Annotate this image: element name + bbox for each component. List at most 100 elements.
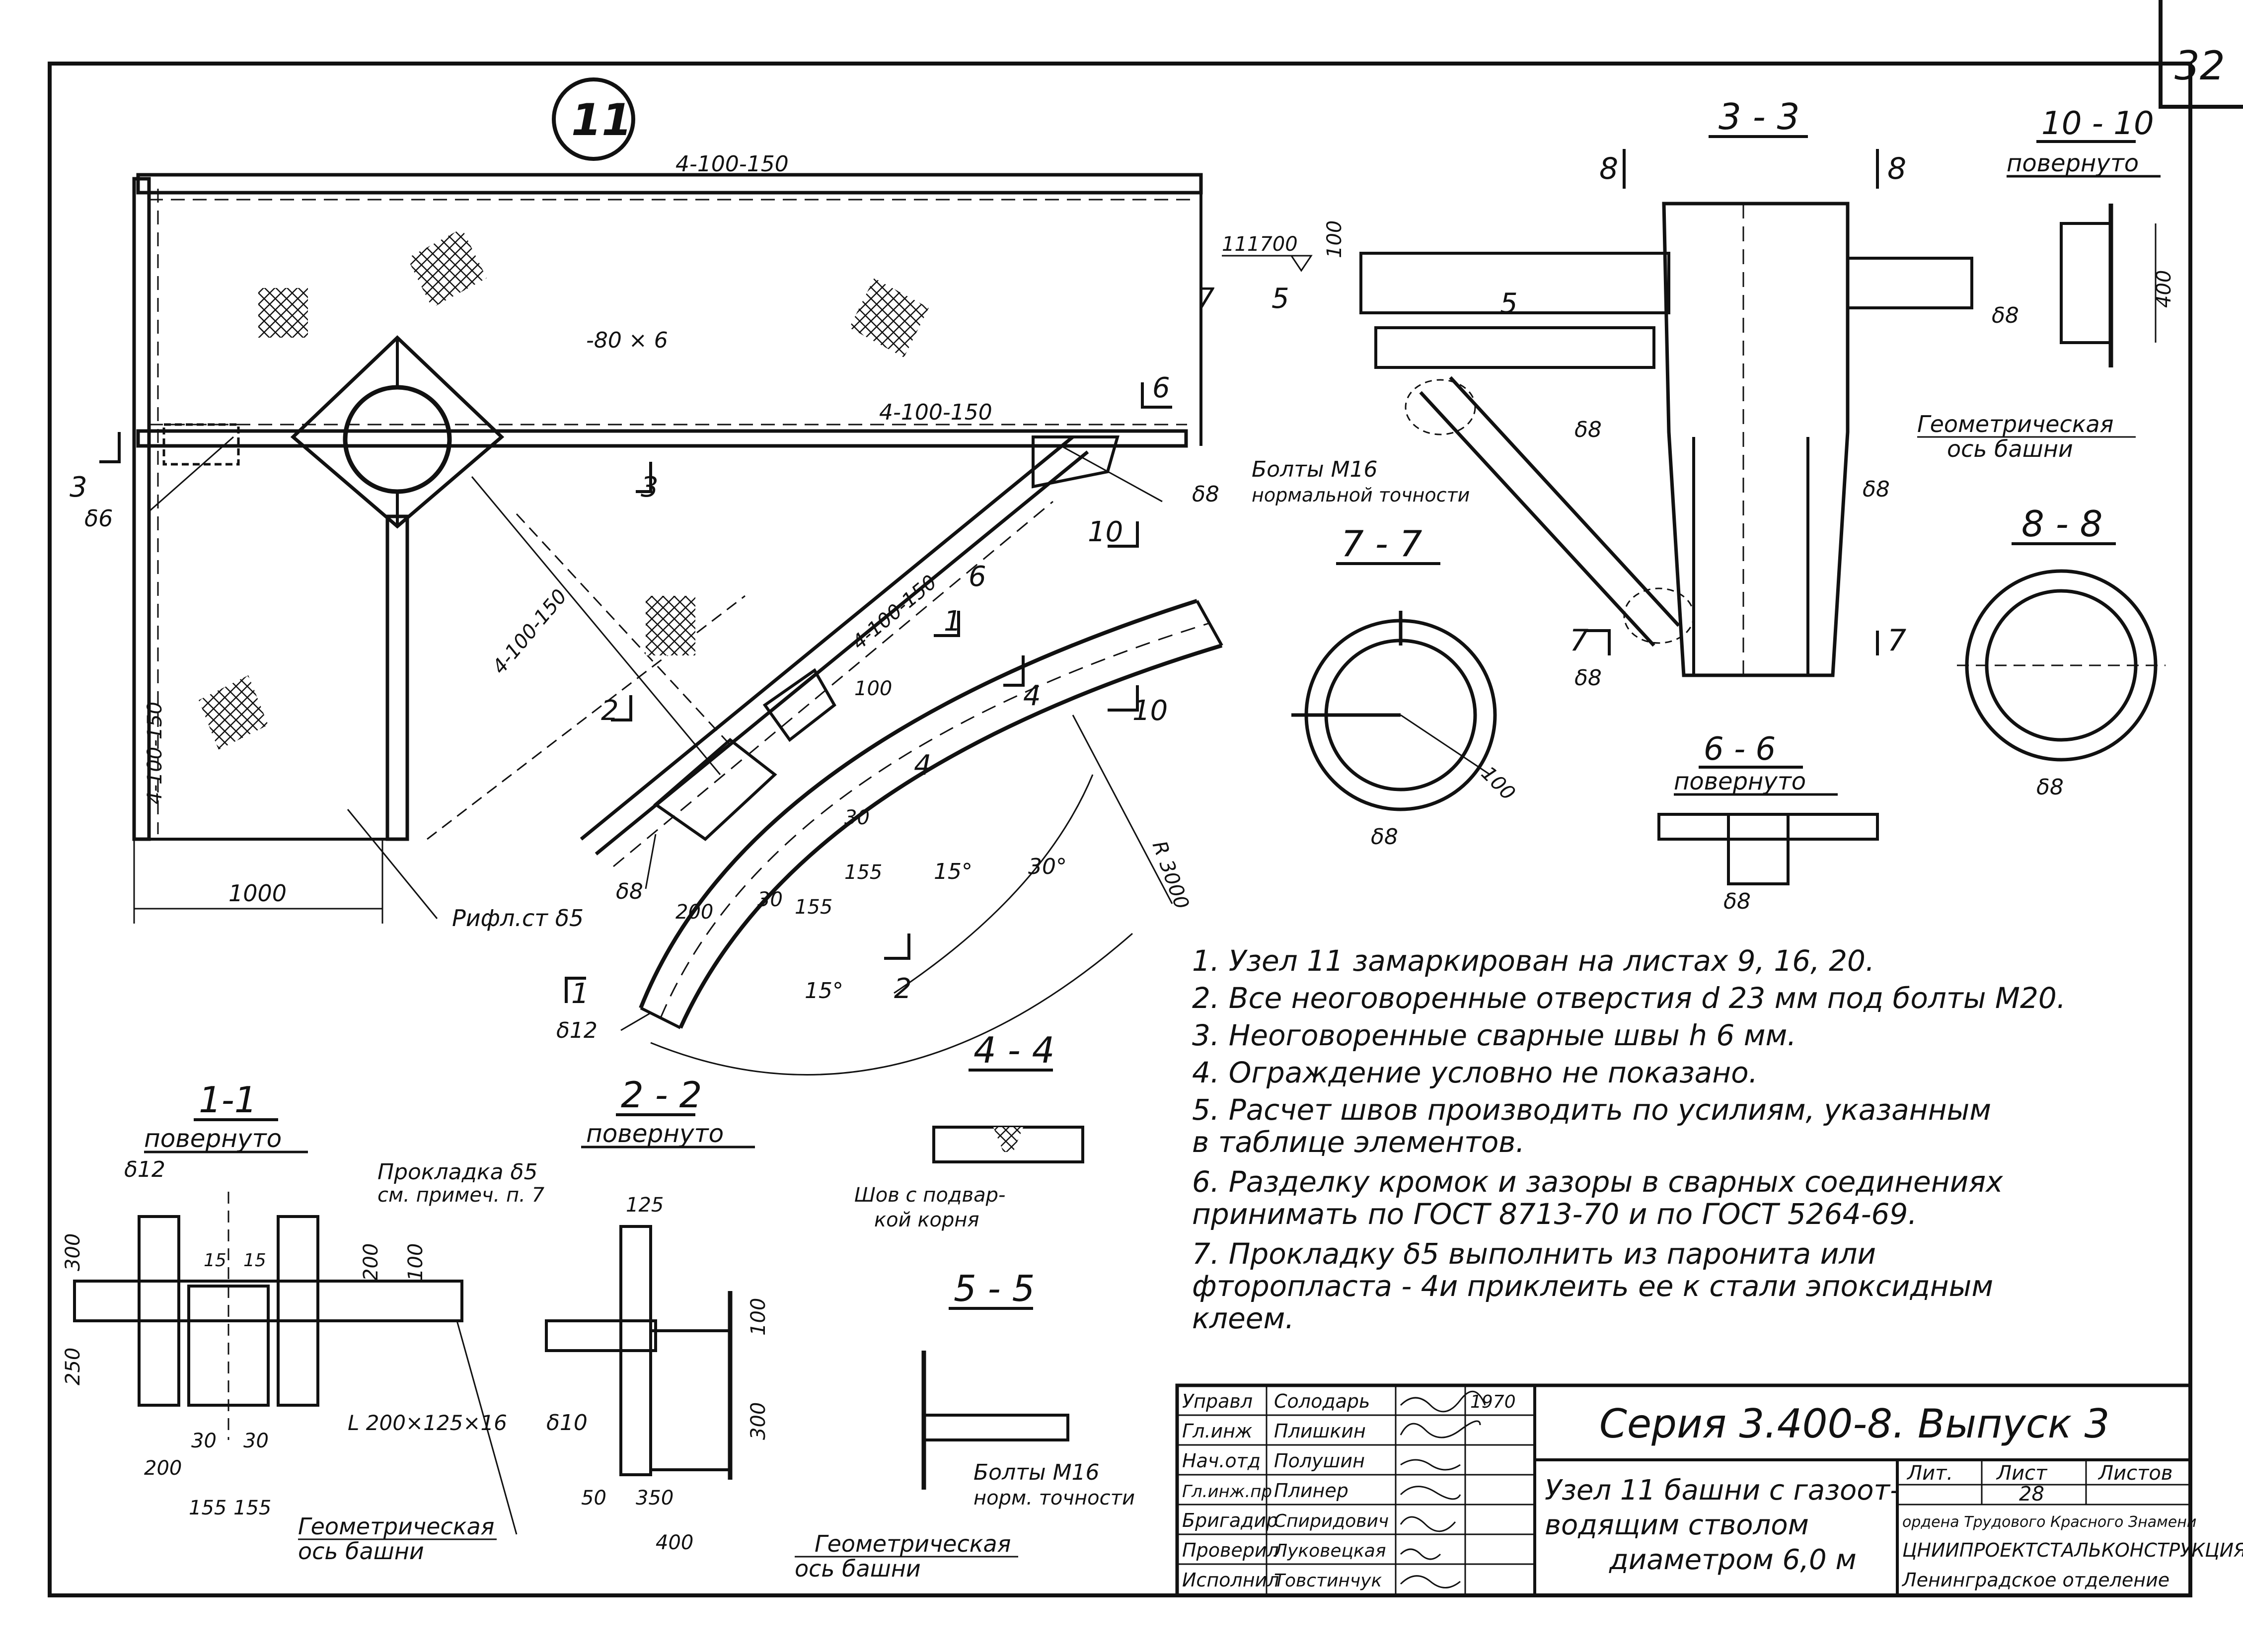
signature (1400, 1516, 1456, 1532)
section-1-1-angle: L 200×125×16 (348, 1411, 507, 1435)
section-1-1-d12: δ12 (124, 1157, 165, 1182)
main-view: 4-100-150 -80 × 6 4-100-150 4-100-150 4-… (70, 151, 1470, 1076)
section-mark-2a: 2 (601, 695, 619, 727)
note-7: 7. Прокладку δ5 выполнить из паронита ил… (1192, 1237, 1876, 1271)
dim-bottom: 1000 (228, 880, 287, 907)
sheet-number: 28 (2019, 1483, 2044, 1506)
section-3-3-title: 3 - 3 (1719, 96, 1799, 138)
section-3-3-m7b: 7 (1887, 623, 1906, 658)
section-2-2-sub: повернуто (586, 1119, 724, 1148)
section-1-1-title: 1-1 (199, 1079, 257, 1121)
section-mark-10a: 10 (1088, 516, 1123, 548)
section-5-5-bolts-1: Болты М16 (973, 1460, 1100, 1485)
dim-200: 200 (675, 901, 713, 924)
section-mark-1a: 1 (944, 605, 962, 638)
section-4-4-weld-1: Шов с подвар- (854, 1184, 1005, 1207)
dim-30a: 30 (757, 888, 783, 911)
dim-d12: δ12 (556, 1018, 598, 1043)
lit-header: Лит. (1906, 1462, 1953, 1485)
note-2: 2. Все неоговоренные отверстия d 23 мм п… (1192, 981, 2066, 1015)
section-10-10-d400: 400 (2153, 270, 2175, 308)
section-10-10-title: 10 - 10 (2041, 105, 2154, 142)
section-3-3-axis-1: Геометрическая (1917, 411, 2113, 437)
section-8-8: 8 - 8 δ8 (1957, 503, 2166, 800)
section-2-2-axis-1: Геометрическая (815, 1530, 1011, 1557)
year: 1970 (1470, 1392, 1516, 1412)
section-3-3: 3 - 3 111700 5 5 8 8 7 7 δ8 δ8 δ8 100 Ге… (1222, 96, 2136, 691)
signature (1400, 1390, 1486, 1413)
elevation-label: 111700 (1222, 233, 1298, 256)
dim-ang30: 30° (1028, 854, 1067, 879)
section-7-7: 7 - 7 100 δ8 (1291, 523, 1519, 850)
section-3-3-d8b: δ8 (1863, 477, 1890, 502)
dim-d8a: δ8 (616, 879, 643, 904)
section-2-2-d300: 300 (747, 1402, 770, 1440)
label-bolts: Болты М16 (1252, 457, 1378, 482)
drawing-title-3: диаметром 6,0 м (1609, 1544, 1857, 1576)
section-1-1-axis-2: ось башни (298, 1538, 424, 1565)
section-2-2: 2 - 2 повернуто 125 100 300 δ10 50 350 4… (545, 1074, 1018, 1582)
section-3-3-m5b: 5 (1500, 287, 1518, 320)
signature (1400, 1548, 1441, 1560)
dim-vert-member: 4-100-150 (144, 702, 166, 804)
name-5: Луковецкая (1273, 1541, 1386, 1561)
section-1-1-axis-1: Геометрическая (298, 1513, 494, 1540)
sheets-header: Листов (2097, 1462, 2172, 1485)
section-6-6-d8: δ8 (1723, 889, 1751, 914)
section-mark-10b: 10 (1132, 695, 1168, 727)
note-6-cont: принимать по ГОСТ 8713-70 и по ГОСТ 5264… (1192, 1197, 1917, 1231)
section-6-6-title: 6 - 6 (1704, 731, 1776, 768)
section-5-5-title: 5 - 5 (954, 1268, 1035, 1309)
section-7-7-d8: δ8 (1371, 824, 1398, 850)
section-1-1-d200a: 200 (360, 1243, 382, 1281)
section-1-1-gasket-2: см. примеч. п. 7 (377, 1184, 545, 1207)
section-6-6: 6 - 6 повернуто δ8 (1657, 731, 1879, 914)
role-0: Управл (1182, 1390, 1253, 1412)
dim-d6: δ6 (84, 505, 113, 532)
org-line-1: ордена Трудового Красного Знамени (1902, 1513, 2196, 1531)
note-5: 5. Расчет швов производить по усилиям, у… (1192, 1093, 1991, 1127)
section-mark-2b: 2 (894, 973, 912, 1005)
name-2: Полушин (1274, 1450, 1365, 1472)
section-3-3-m7a: 7 (1570, 623, 1588, 658)
notes: 1. Узел 11 замаркирован на листах 9, 16,… (1192, 944, 2066, 1335)
signature (1400, 1420, 1481, 1438)
note-4: 4. Ограждение условно не показано. (1192, 1056, 1758, 1089)
section-1-1-d100: 100 (404, 1243, 427, 1281)
section-1-1-d30a: 30 (191, 1430, 217, 1452)
section-1-1-d15b: 15 (243, 1250, 266, 1271)
dim-radius: R 3000 (1148, 838, 1194, 912)
section-mark-4a: 4 (1023, 680, 1041, 712)
series-title: Серия 3.400-8. Выпуск 3 (1599, 1401, 2109, 1447)
section-3-3-m8b: 8 (1887, 151, 1906, 186)
section-1-1-d15a: 15 (204, 1250, 226, 1271)
section-4-4: 4 - 4 Шов с подвар- кой корня (854, 1029, 1084, 1231)
label-rifl: Рифл.ст δ5 (452, 905, 584, 932)
dim-30b: 30 (844, 806, 870, 829)
drawing-title-2: водящим стволом (1545, 1509, 1809, 1541)
section-8-8-title: 8 - 8 (2021, 503, 2102, 545)
section-1-1-d300: 300 (62, 1233, 84, 1271)
name-6: Товстинчук (1274, 1571, 1382, 1591)
note-7-end: клеем. (1192, 1301, 1294, 1335)
dim-plate: -80 × 6 (586, 328, 668, 353)
section-3-3-d8a: δ8 (1574, 417, 1602, 442)
section-1-1-d155a: 155 (189, 1497, 226, 1519)
section-1-1-sub: повернуто (144, 1124, 282, 1153)
note-6: 6. Разделку кромок и зазоры в сварных со… (1192, 1165, 2003, 1199)
section-1-1-d200b: 200 (144, 1457, 182, 1480)
section-1-1-d155b: 155 (233, 1497, 271, 1519)
section-3-3-axis-2: ось башни (1947, 435, 2073, 462)
note-1: 1. Узел 11 замаркирован на листах 9, 16,… (1192, 944, 1874, 978)
section-4-4-title: 4 - 4 (973, 1029, 1054, 1071)
page-number: 32 (2174, 43, 2225, 89)
section-mark-3a: 3 (70, 471, 87, 503)
drawing-title-1: Узел 11 башни с газоот- (1545, 1474, 1900, 1507)
dim-top-member: 4-100-150 (675, 151, 789, 177)
section-1-1: 1-1 повернуто δ12 Прокладка δ5 см. приме… (62, 1079, 545, 1565)
section-mark-4b: 4 (914, 749, 932, 782)
section-5-5-bolts-2: норм. точности (973, 1487, 1135, 1509)
section-3-3-m5a: 5 (1271, 283, 1289, 315)
section-1-1-d30b: 30 (243, 1430, 269, 1452)
section-2-2-d350: 350 (636, 1487, 673, 1509)
